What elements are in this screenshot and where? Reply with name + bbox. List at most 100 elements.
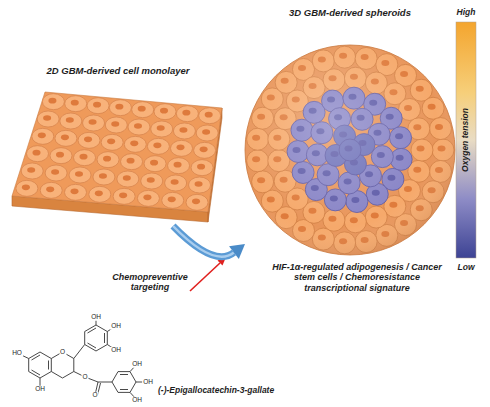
- nucleus: [171, 179, 179, 185]
- nucleus: [147, 177, 155, 183]
- nucleus: [195, 181, 203, 187]
- cell: [199, 108, 221, 124]
- cell: [16, 180, 38, 196]
- spheroid-shade: [245, 45, 455, 255]
- nucleus: [51, 169, 59, 175]
- nucleus: [168, 197, 176, 203]
- chemopreventive-arrow: [190, 257, 226, 291]
- arrow-highlight: [173, 226, 234, 257]
- slab-top: [12, 92, 222, 212]
- nucleus: [160, 108, 168, 114]
- atom-label: OH: [110, 347, 122, 354]
- cell: [189, 177, 211, 193]
- atom-label: HO: [11, 350, 23, 357]
- nucleus: [71, 189, 79, 195]
- cell: [65, 184, 87, 200]
- cell: [137, 190, 159, 206]
- nucleus: [138, 106, 146, 112]
- cell: [60, 113, 82, 129]
- nucleus: [71, 100, 79, 106]
- nucleus: [153, 143, 161, 149]
- nucleus: [56, 152, 64, 158]
- nucleus: [99, 173, 107, 179]
- cell: [109, 100, 131, 116]
- compound-name: (-)-Epigallocatechin-3-gallate: [158, 386, 274, 396]
- cell: [141, 173, 163, 189]
- nucleus: [43, 115, 51, 121]
- cell: [50, 148, 72, 164]
- nucleus: [80, 154, 88, 160]
- nucleus: [200, 147, 208, 153]
- signature-note: HIF-1α-regulated adipogenesis / Cancer s…: [262, 262, 452, 293]
- transition-arrow: [173, 226, 245, 259]
- atom-label: OH: [34, 386, 46, 393]
- nucleus: [205, 112, 213, 118]
- cell: [69, 167, 91, 183]
- egcg-structure: [17, 317, 148, 400]
- nucleus: [75, 171, 83, 177]
- cell: [191, 160, 213, 176]
- nucleus: [127, 158, 135, 164]
- nucleus: [22, 185, 30, 191]
- cell: [74, 150, 96, 166]
- cell: [121, 154, 143, 170]
- nucleus: [27, 167, 35, 173]
- nucleus: [176, 145, 184, 151]
- arrow-head: [229, 244, 245, 259]
- nucleus: [123, 175, 131, 181]
- cell: [65, 96, 87, 112]
- nucleus: [157, 125, 165, 131]
- cell: [117, 171, 139, 187]
- nucleus: [197, 164, 205, 170]
- nucleus: [174, 162, 182, 168]
- nucleus: [202, 129, 210, 135]
- nucleus: [143, 195, 151, 201]
- cell: [147, 138, 169, 154]
- monolayer-panel: 2D GBM-derived cell monolayer: [8, 66, 228, 226]
- nucleus: [179, 127, 187, 133]
- cell: [186, 194, 208, 210]
- nucleus: [84, 137, 92, 143]
- cell: [132, 102, 154, 118]
- cell: [194, 142, 216, 158]
- atom-label: O: [81, 374, 88, 381]
- nucleus: [38, 133, 46, 139]
- atom-label: OH: [90, 314, 102, 321]
- atom-label: OH: [142, 379, 154, 386]
- cell: [78, 132, 100, 148]
- cell: [168, 158, 190, 174]
- spheroid: [245, 45, 455, 255]
- cell: [176, 106, 198, 122]
- nucleus: [119, 193, 127, 199]
- cell: [113, 188, 135, 204]
- panel-heading: 2D GBM-derived cell monolayer: [8, 66, 228, 77]
- nucleus: [61, 135, 69, 141]
- spheroid-panel: 3D GBM-derived spheroids: [245, 8, 455, 262]
- nucleus: [103, 156, 111, 162]
- cell: [37, 111, 59, 127]
- atom-label: OH: [110, 323, 122, 330]
- cell: [196, 125, 218, 141]
- nucleus: [107, 139, 115, 145]
- cell: [83, 115, 105, 131]
- cell: [27, 146, 49, 162]
- cell: [93, 169, 115, 185]
- atom-label: O: [91, 392, 98, 399]
- cell: [32, 128, 54, 144]
- cell: [55, 130, 77, 146]
- cell: [101, 134, 123, 150]
- cell: [165, 175, 187, 191]
- cell: [45, 165, 67, 181]
- nucleus: [33, 150, 41, 156]
- nucleus: [95, 191, 103, 197]
- cell: [42, 94, 64, 110]
- cell: [97, 152, 119, 168]
- nucleus: [48, 98, 56, 104]
- cell: [154, 104, 176, 120]
- scale-end-label: Low: [458, 263, 475, 273]
- nucleus: [66, 117, 74, 123]
- cell: [144, 156, 166, 172]
- cell: [151, 121, 173, 137]
